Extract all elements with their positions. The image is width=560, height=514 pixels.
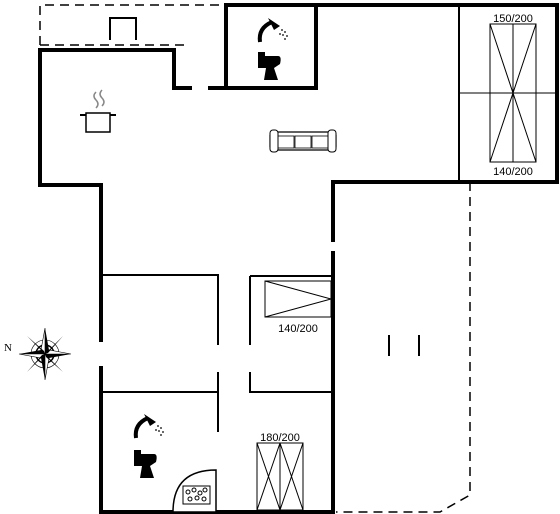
bed-lower [256, 442, 304, 511]
shower-icon [257, 18, 288, 43]
bed-label-lower: 180/200 [260, 432, 300, 444]
bed-label-upper-bottom: 140/200 [493, 166, 533, 178]
sofa-icon [269, 129, 337, 153]
interior-walls [101, 274, 333, 432]
bed-upper [459, 23, 557, 163]
compass-north-label: N [4, 342, 12, 354]
toilet-icon [134, 450, 157, 478]
shower-icon [133, 414, 164, 439]
column-marks [388, 335, 420, 356]
bed-middle [264, 280, 333, 318]
cooking-pot-icon [80, 89, 116, 133]
compass-rose-icon [18, 327, 72, 381]
terrace-outline [39, 4, 471, 513]
fireplace-symbol [109, 17, 137, 40]
jacuzzi-icon [172, 469, 217, 513]
toilet-icon [258, 52, 281, 80]
bed-label-middle: 140/200 [278, 323, 318, 335]
bed-label-upper-top: 150/200 [493, 13, 533, 25]
